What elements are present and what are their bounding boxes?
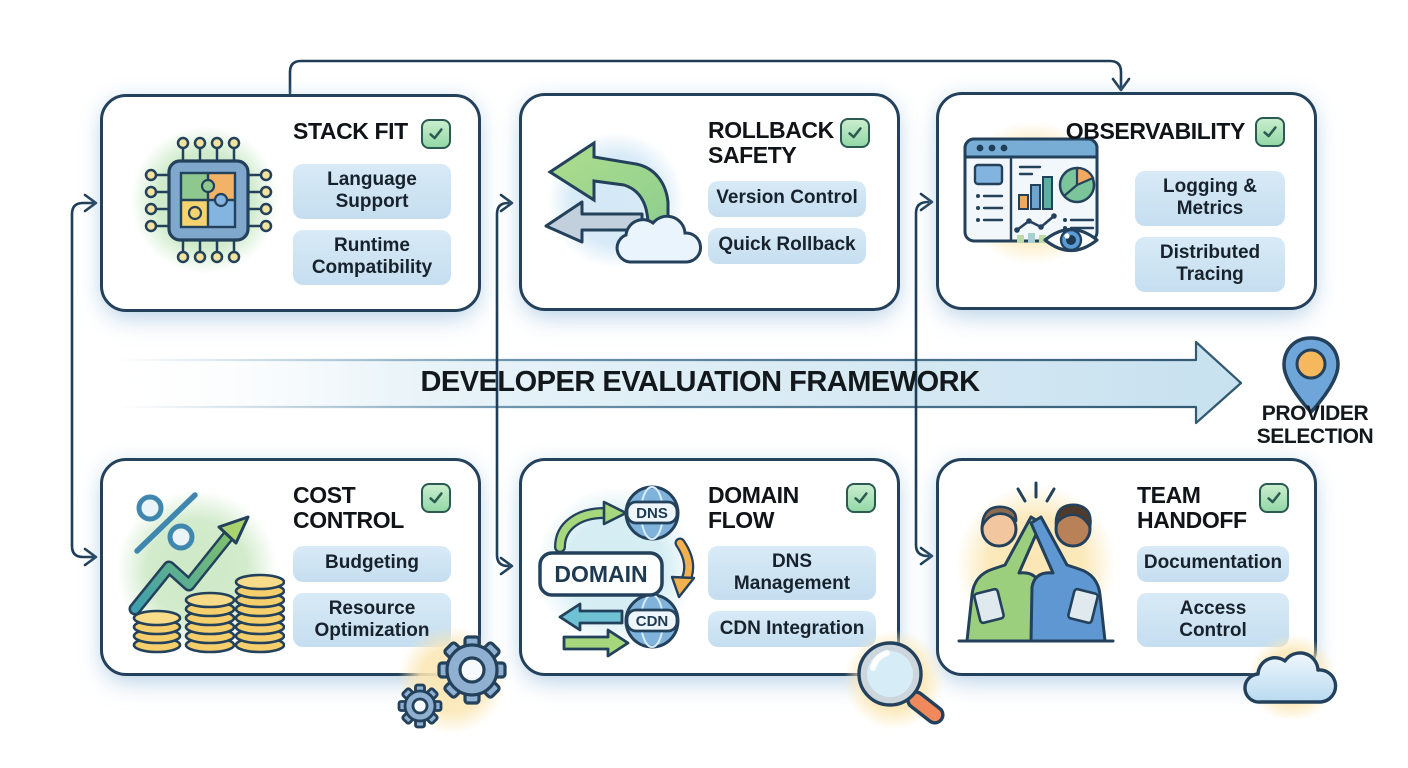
dns-globe-icon: DNS bbox=[624, 485, 680, 541]
eye-icon bbox=[1043, 227, 1099, 253]
card-title: TEAM HANDOFF bbox=[1137, 482, 1247, 533]
card-title: COST CONTROL bbox=[293, 482, 404, 533]
card-cost-control: COST CONTROL Budgeting Resource Optimiza… bbox=[100, 458, 481, 676]
card-team-handoff: TEAM HANDOFF Documentation Access Contro… bbox=[936, 458, 1317, 676]
provider-selection-label: PROVIDER SELECTION bbox=[1240, 402, 1390, 448]
feature-chip: Documentation bbox=[1137, 545, 1289, 582]
feature-chip: Quick Rollback bbox=[708, 227, 866, 264]
checkbox-checked-icon bbox=[1255, 117, 1285, 147]
card-observability: OBSERVABILITY Logging & Metrics Distribu… bbox=[936, 92, 1317, 310]
domain-dns-cdn-icon: DNS CDN DOMAIN bbox=[536, 485, 696, 658]
card-title: DOMAIN FLOW bbox=[708, 482, 799, 533]
cost-growth-coins-icon bbox=[117, 490, 285, 654]
feature-chip: Logging & Metrics bbox=[1135, 171, 1285, 226]
dashboard-eye-icon bbox=[961, 123, 1105, 265]
rollback-arrows-cloud-icon bbox=[544, 132, 703, 268]
location-pin-icon bbox=[1282, 336, 1340, 414]
card-domain-flow: DNS CDN DOMAIN DOMAIN FLOW DNS Manage bbox=[519, 458, 900, 676]
checkbox-checked-icon bbox=[421, 483, 451, 513]
feature-chip: Version Control bbox=[708, 180, 866, 217]
svg-text:DNS: DNS bbox=[636, 505, 668, 522]
provider-label-line2: SELECTION bbox=[1256, 425, 1374, 449]
feature-chip: CDN Integration bbox=[708, 611, 876, 648]
team-highfive-icon bbox=[956, 481, 1116, 645]
checkbox-checked-icon bbox=[846, 483, 876, 513]
checkbox-checked-icon bbox=[1259, 483, 1289, 513]
percent-icon bbox=[134, 492, 198, 554]
feature-chip: Resource Optimization bbox=[293, 592, 451, 648]
feature-chip: Budgeting bbox=[293, 545, 451, 582]
framework-banner-label: DEVELOPER EVALUATION FRAMEWORK bbox=[420, 366, 980, 398]
checkbox-checked-icon bbox=[839, 118, 870, 148]
feature-chip: DNS Management bbox=[708, 545, 876, 601]
feature-chip: Distributed Tracing bbox=[1135, 236, 1285, 292]
card-rollback-safety: ROLLBACK SAFETY Version Control Quick Ro… bbox=[519, 93, 900, 311]
feature-chip: Runtime Compatibility bbox=[293, 229, 451, 285]
chip-puzzle-icon bbox=[131, 126, 279, 274]
spark-lines-icon bbox=[1016, 481, 1056, 503]
card-stack-fit: STACK FIT Language Support Runtime Compa… bbox=[100, 94, 481, 312]
feature-chip: Access Control bbox=[1137, 592, 1289, 648]
provider-label-line1: PROVIDER bbox=[1261, 402, 1369, 425]
coin-stacks-icon bbox=[132, 573, 285, 654]
cdn-globe-icon: CDN bbox=[624, 593, 680, 649]
card-title: ROLLBACK SAFETY bbox=[708, 117, 834, 168]
svg-text:DOMAIN: DOMAIN bbox=[554, 561, 647, 587]
card-title: OBSERVABILITY bbox=[1065, 118, 1246, 144]
feature-chip: Language Support bbox=[293, 164, 451, 219]
svg-text:CDN: CDN bbox=[636, 613, 669, 630]
card-title: STACK FIT bbox=[293, 118, 408, 144]
domain-box: DOMAIN bbox=[538, 551, 664, 597]
checkbox-checked-icon bbox=[421, 119, 451, 149]
